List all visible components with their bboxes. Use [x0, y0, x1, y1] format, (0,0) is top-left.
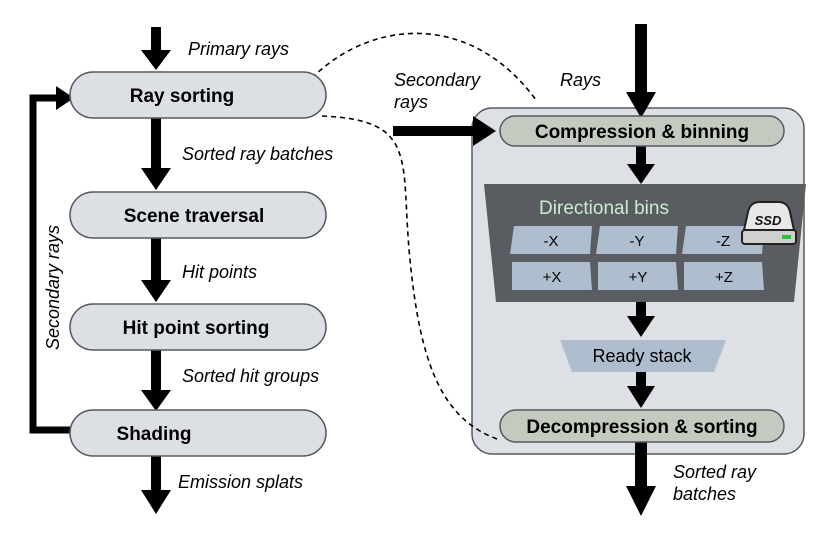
compression-binning-label: Compression & binning [535, 122, 749, 143]
primary-rays-label: Primary rays [188, 39, 289, 59]
directional-bins-title: Directional bins [539, 198, 669, 219]
sorted-ray-label-line2: batches [673, 484, 736, 504]
arrow-ray-to-scene [141, 118, 171, 190]
arrow-hit-to-shading [141, 349, 171, 411]
scene-traversal-label: Scene traversal [124, 206, 265, 227]
ready-stack-label: Ready stack [592, 346, 692, 366]
bin-neg-x-label: -X [544, 233, 559, 250]
ssd-label: SSD [755, 213, 782, 228]
shading-node [69, 409, 327, 457]
hit-point-sorting-label: Hit point sorting [123, 318, 270, 339]
bin-pos-z-label: +Z [715, 269, 733, 286]
bin-neg-x [510, 226, 592, 254]
rays-label: Rays [560, 70, 601, 90]
secondary-rays-arrow [393, 116, 496, 146]
arrow-scene-to-hit [141, 238, 171, 302]
secondary-rays-loop [29, 94, 75, 434]
sorted-ray-batches-label: Sorted ray batches [182, 144, 333, 164]
arrow-output [626, 442, 656, 516]
decompression-sorting-node [499, 409, 785, 443]
secondary-rays-label-line2: rays [394, 92, 428, 112]
bin-pos-y [598, 262, 678, 290]
compression-binning-node [499, 115, 785, 147]
primary-rays-arrow [141, 27, 171, 70]
shading-label: Shading [117, 424, 192, 445]
sorted-ray-label-line1: Sorted ray [673, 462, 757, 482]
secondary-rays-loop-label: Secondary rays [43, 225, 63, 350]
dashed-connector-bottom [321, 115, 501, 441]
hit-points-label: Hit points [182, 262, 257, 282]
ready-stack-node [560, 340, 726, 372]
arrow-ready-to-decompression [627, 372, 655, 408]
emission-splats-label: Emission splats [178, 472, 303, 492]
arrow-bins-to-ready [627, 302, 655, 337]
bin-pos-x-label: +X [543, 269, 562, 286]
bin-neg-y-label: -Y [630, 233, 645, 250]
bin-pos-x [512, 262, 592, 290]
bin-pos-y-label: +Y [629, 269, 648, 286]
sorted-hit-groups-label: Sorted hit groups [182, 366, 319, 386]
rays-arrow [626, 24, 656, 118]
ray-sorting-label: Ray sorting [130, 86, 235, 107]
ssd-icon: SSD [741, 201, 797, 245]
secondary-rays-loop-head [56, 86, 74, 110]
dashed-connector-top [311, 32, 537, 101]
arrow-emission [141, 456, 171, 514]
secondary-rays-label-line1: Secondary [394, 70, 481, 90]
scene-traversal-node [69, 191, 327, 239]
arrow-compression-to-bins [627, 146, 655, 184]
bin-pos-z [684, 262, 764, 290]
hit-point-sorting-node [69, 303, 327, 351]
decompression-sorting-label: Decompression & sorting [526, 417, 757, 438]
ray-sorting-node [69, 71, 327, 119]
bin-neg-y [596, 226, 678, 254]
bin-neg-z-label: -Z [716, 233, 730, 250]
